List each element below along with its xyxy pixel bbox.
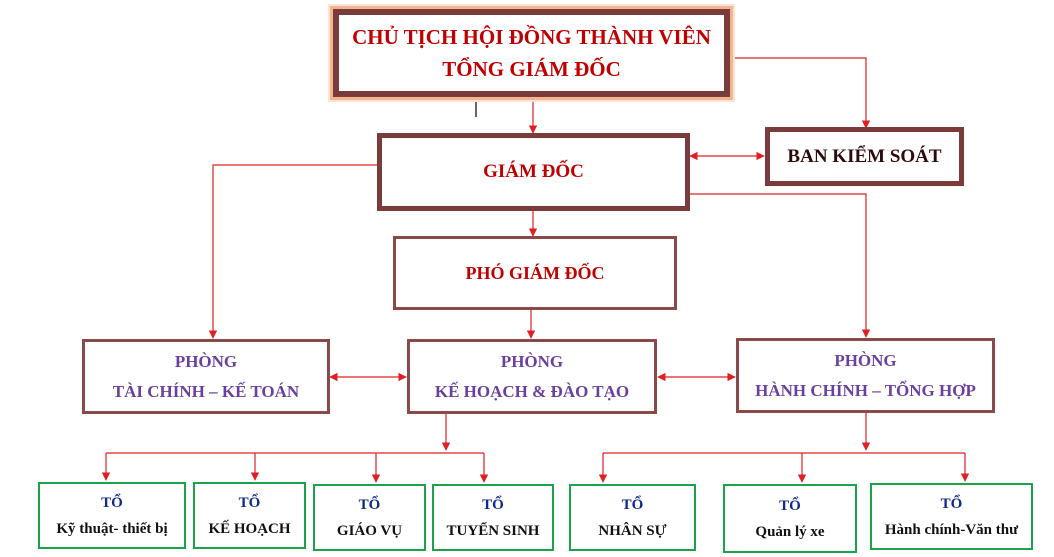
team-hr-box: TỔ NHÂN SỰ xyxy=(569,484,696,551)
supervisory-label: BAN KIỂM SOÁT xyxy=(787,145,942,167)
department-admin-line1: PHÒNG xyxy=(834,350,897,370)
deputy-director-label: PHÓ GIÁM ĐỐC xyxy=(465,262,605,283)
department-finance-line1: PHÒNG xyxy=(174,351,238,371)
team-planning-line1: TỔ xyxy=(238,494,261,511)
team-vehicles-box: TỔ Quản lý xe xyxy=(723,484,857,553)
department-planning-box: PHÒNG KẾ HOẠCH & ĐÀO TẠO xyxy=(407,339,657,414)
team-clerical-line1: TỔ xyxy=(940,495,963,512)
department-admin-line2: HÀNH CHÍNH – TỔNG HỢP xyxy=(755,380,976,400)
team-planning-line2: KẾ HOẠCH xyxy=(208,520,291,537)
department-admin-box: PHÒNG HÀNH CHÍNH – TỔNG HỢP xyxy=(736,338,995,413)
department-planning-line1: PHÒNG xyxy=(500,351,564,371)
department-finance-line2: TÀI CHÍNH – KẾ TOÁN xyxy=(112,381,300,401)
chairman-box: CHỦ TỊCH HỘI ĐỒNG THÀNH VIÊN TỔNG GIÁM Đ… xyxy=(330,6,733,100)
team-admissions-line1: TỔ xyxy=(482,496,504,513)
connector-director-finance xyxy=(208,164,377,339)
team-admissions-line2: TUYỂN SINH xyxy=(446,522,540,539)
team-technical-line2: Kỹ thuật- thiết bị xyxy=(56,520,168,537)
director-box: GIÁM ĐỐC xyxy=(377,133,690,211)
team-hr-line2: NHÂN SỰ xyxy=(598,522,667,539)
connector-director-admin xyxy=(690,193,871,338)
team-hr-line1: TỔ xyxy=(621,496,644,513)
director-label: GIÁM ĐỐC xyxy=(483,161,584,182)
deputy-director-box: PHÓ GIÁM ĐỐC xyxy=(393,236,677,310)
chairman-title-line2: TỔNG GIÁM ĐỐC xyxy=(442,57,621,81)
department-planning-line2: KẾ HOẠCH & ĐÀO TẠO xyxy=(434,381,630,401)
chairman-title-line1: CHỦ TỊCH HỘI ĐỒNG THÀNH VIÊN xyxy=(352,25,711,49)
team-vehicles-line2: Quản lý xe xyxy=(755,523,825,540)
team-academic-line2: GIÁO VỤ xyxy=(336,522,403,539)
team-clerical-line2: Hành chính-Văn thư xyxy=(884,521,1019,538)
supervisory-box: BAN KIỂM SOÁT xyxy=(765,127,964,186)
team-academic-box: TỔ GIÁO VỤ xyxy=(313,484,426,551)
team-clerical-box: TỔ Hành chính-Văn thư xyxy=(870,483,1033,550)
department-finance-box: PHÒNG TÀI CHÍNH – KẾ TOÁN xyxy=(82,339,330,414)
team-planning-box: TỔ KẾ HOẠCH xyxy=(193,482,306,549)
team-admissions-box: TỔ TUYỂN SINH xyxy=(432,484,554,551)
connector-chairman-supervisory xyxy=(733,57,871,129)
team-technical-line1: TỔ xyxy=(101,494,123,511)
team-technical-box: TỔ Kỹ thuật- thiết bị xyxy=(38,482,186,549)
team-academic-line1: TỔ xyxy=(358,496,381,513)
team-vehicles-line1: TỔ xyxy=(779,497,801,514)
